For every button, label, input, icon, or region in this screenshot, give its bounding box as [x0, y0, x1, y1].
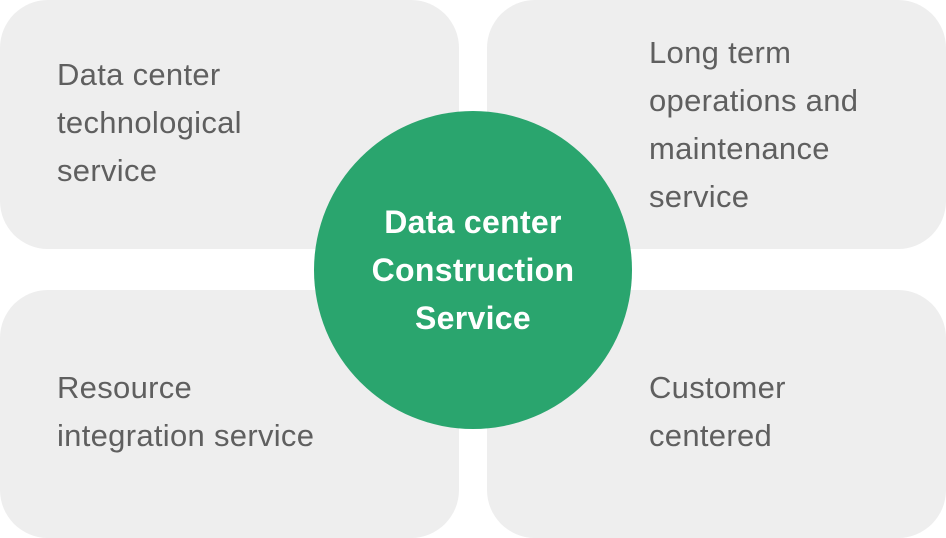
- quadrant-card-top-right: Long term operations and maintenance ser…: [487, 0, 946, 249]
- center-hub-circle: Data center Construction Service: [314, 111, 632, 429]
- quadrant-label-bottom-left: Resource integration service: [57, 370, 315, 453]
- center-hub-label: Data center Construction Service: [371, 204, 575, 336]
- quadrant-label-top-right: Long term operations and maintenance ser…: [649, 35, 859, 214]
- quadrant-label-top-left: Data center technological service: [57, 57, 242, 188]
- quadrant-card-top-left: Data center technological service: [0, 0, 459, 249]
- quadrant-label-bottom-right: Customer centered: [649, 370, 786, 453]
